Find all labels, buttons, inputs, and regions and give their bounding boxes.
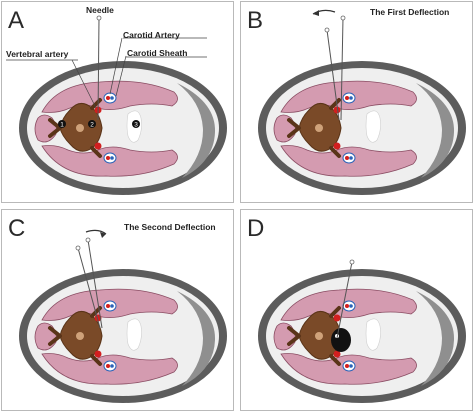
- fascia-band: [177, 291, 216, 386]
- vertebral-artery-upper: [333, 106, 341, 114]
- vertebral-processes: [287, 98, 341, 158]
- cross-section-d: [258, 259, 466, 403]
- panel-letter-a: A: [8, 7, 25, 34]
- marker-3-dot: [132, 120, 140, 128]
- jugular-vein-lower: [110, 364, 114, 368]
- carotid-sheath-leader: [115, 55, 127, 97]
- panel-letter-d: D: [247, 215, 265, 242]
- carotid-artery-lower: [345, 364, 349, 368]
- needle-b-1: [326, 29, 340, 121]
- vertebral-processes: [48, 306, 102, 366]
- needle-c-1: [77, 247, 101, 329]
- dark-mass: [331, 328, 351, 352]
- carotid-artery-upper: [106, 304, 110, 308]
- carotid-artery-lower: [345, 156, 349, 160]
- carotid-artery-label: Carotid Artery: [123, 30, 180, 40]
- spinal-canal: [76, 332, 84, 340]
- fascia-band: [177, 83, 216, 178]
- deflection-arrowhead-b: [313, 10, 319, 16]
- needle-label: Needle: [86, 5, 114, 15]
- marker-1-label: 1: [60, 122, 64, 129]
- neck-section: [258, 259, 466, 403]
- spinal-canal: [315, 124, 323, 132]
- panel-a: 1 2 3 A Needle Carotid Artery Carotid Shea…: [1, 1, 234, 203]
- carotid-artery-lower: [106, 156, 110, 160]
- needle-a: [97, 17, 100, 121]
- spinal-canal: [76, 124, 84, 132]
- jugular-vein-lower: [349, 364, 353, 368]
- neck-section: 1 2 3: [6, 15, 227, 195]
- cross-section-c: [19, 229, 227, 403]
- vertebral-artery-lower: [94, 142, 102, 150]
- cross-section-a: 1 2 3: [6, 15, 227, 195]
- jugular-vein-lower: [349, 156, 353, 160]
- marker-1-dot: [58, 120, 66, 128]
- carotid-artery-upper: [345, 304, 349, 308]
- needle-b-2-hub: [340, 15, 346, 21]
- fascia-band: [416, 291, 455, 386]
- jugular-vein-upper: [110, 304, 114, 308]
- panel-title-b: The First Deflection: [370, 7, 450, 17]
- needle-c-2-hub: [85, 237, 91, 243]
- marker-2-dot: [88, 120, 96, 128]
- airway: [126, 318, 142, 351]
- needle-b-1-hub: [324, 27, 330, 33]
- airway: [365, 110, 381, 143]
- needle-d-hub: [349, 259, 355, 265]
- panel-c: C The Second Deflection: [1, 209, 234, 411]
- marker-2-label: 2: [90, 122, 94, 129]
- vertebral-artery-lower: [333, 350, 341, 358]
- vertebral-processes: [48, 98, 102, 158]
- jugular-vein-upper: [349, 304, 353, 308]
- fascia-band: [416, 83, 455, 178]
- vertebral-artery-lower: [333, 142, 341, 150]
- airway: [365, 318, 381, 351]
- panel-d: D: [240, 209, 473, 411]
- panel-title-c: The Second Deflection: [124, 222, 216, 232]
- vertebral-artery-leader: [71, 59, 97, 109]
- carotid-artery-lower: [106, 364, 110, 368]
- carotid-artery-upper: [345, 96, 349, 100]
- jugular-vein-upper: [349, 96, 353, 100]
- panel-b: B The First Deflection: [240, 1, 473, 203]
- neck-section: [19, 229, 227, 403]
- marker-3-label: 3: [134, 122, 138, 129]
- vertebral-artery-lower: [94, 350, 102, 358]
- deflection-arrow-c: [85, 229, 107, 235]
- deflection-arrowhead-c: [100, 232, 106, 238]
- needle-c-2: [87, 239, 103, 329]
- needle-a-hub: [96, 15, 102, 21]
- needle-c-1-hub: [75, 245, 81, 251]
- needle-d: [336, 261, 353, 339]
- carotid-sheath-label: Carotid Sheath: [127, 48, 188, 58]
- needle-b-2: [340, 17, 344, 121]
- jugular-vein-upper: [110, 96, 114, 100]
- jugular-vein-lower: [110, 156, 114, 160]
- spinal-canal: [315, 332, 323, 340]
- panel-letter-c: C: [8, 215, 26, 242]
- vertebral-artery-upper: [333, 314, 341, 322]
- carotid-artery-leader: [109, 37, 123, 95]
- cross-section-b: [258, 9, 466, 195]
- carotid-artery-upper: [106, 96, 110, 100]
- vertebral-processes: [287, 306, 341, 366]
- panel-letter-b: B: [247, 7, 264, 34]
- neck-section: [258, 9, 466, 195]
- vertebral-artery-label: Vertebral artery: [6, 49, 69, 59]
